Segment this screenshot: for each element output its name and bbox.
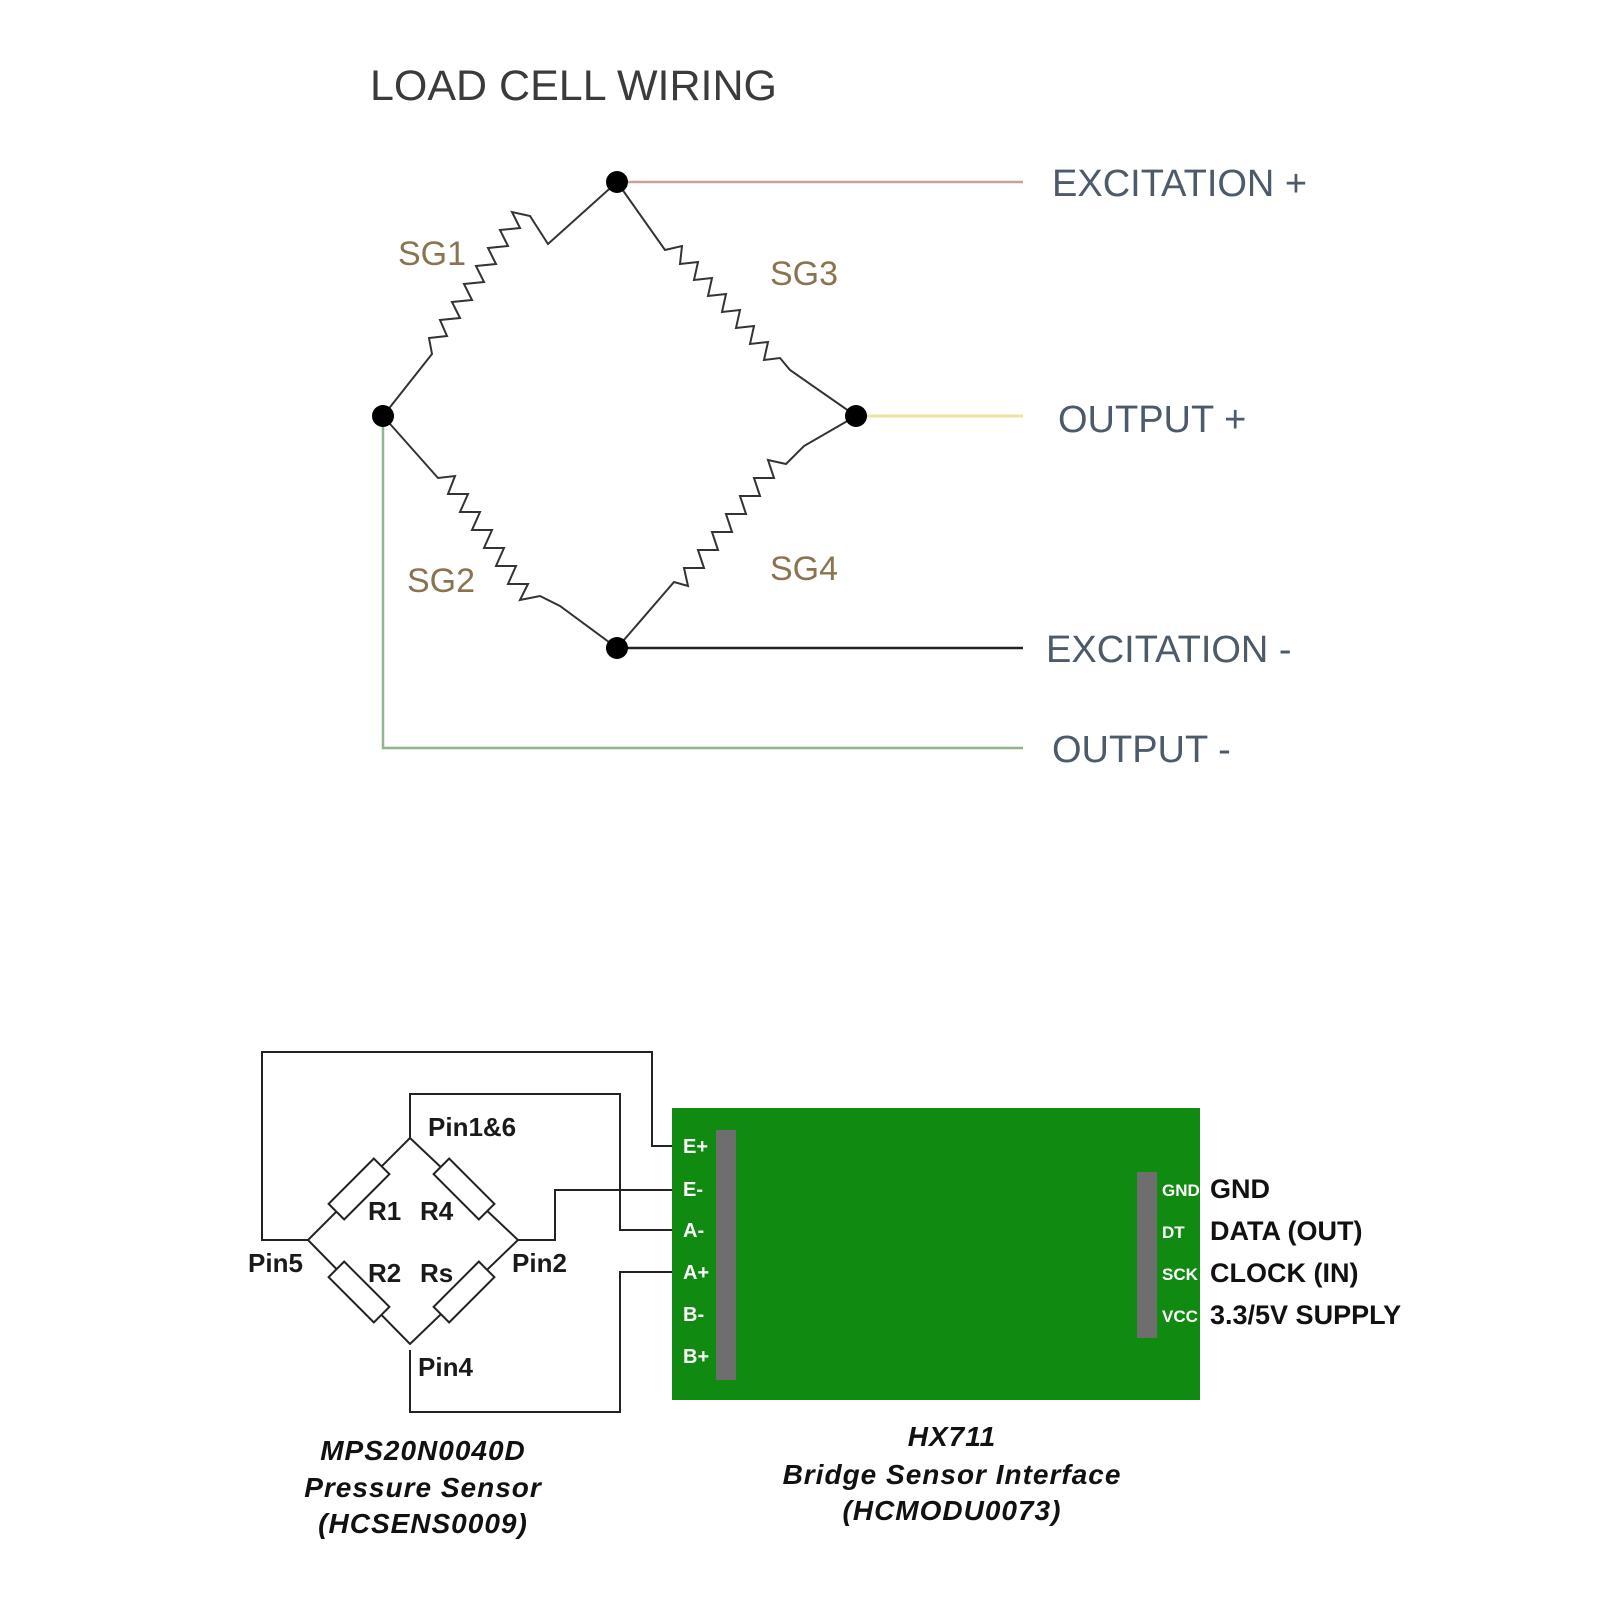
excitation-minus-label: EXCITATION - [1046,629,1292,671]
output-minus-wire [381,416,1023,750]
sg2-label: SG2 [407,562,475,600]
pin-dt: DT [1162,1223,1185,1242]
hx711-board [672,1108,1200,1400]
wheatstone-bridge [382,181,857,649]
node-bottom [606,637,628,659]
node-right [845,405,867,427]
pin16-label: Pin1&6 [428,1112,516,1142]
pin-vcc: VCC [1162,1307,1198,1326]
pin-e-plus: E+ [683,1136,708,1158]
sg1-label: SG1 [398,235,466,273]
left-pin-labels: E+ E- A- A+ B- B+ [683,1136,709,1368]
sensor-caption-line3: (HCSENS0009) [318,1508,528,1539]
sensor-caption-line2: Pressure Sensor [304,1472,543,1503]
pin-gnd: GND [1162,1181,1200,1200]
sg2-resistor [382,415,618,649]
sg3-resistor [616,181,857,417]
pin-a-minus: A- [683,1220,704,1242]
r4-label: R4 [420,1196,454,1226]
hx711-caption-line2: Bridge Sensor Interface [783,1459,1122,1490]
r1-resistor [327,1157,391,1221]
rs-label: Rs [420,1258,453,1288]
excitation-plus-label: EXCITATION + [1052,163,1307,205]
rs-resistor [432,1260,496,1324]
pin4-label: Pin4 [418,1352,473,1382]
sg4-label: SG4 [770,550,838,588]
r2-resistor [327,1260,391,1324]
sensor-caption-line1: MPS20N0040D [320,1435,526,1466]
node-top [606,171,628,193]
pin2-label: Pin2 [512,1248,567,1278]
supply-label: 3.3/5V SUPPLY [1210,1300,1401,1330]
pin-b-plus: B+ [683,1346,709,1368]
clock-in-label: CLOCK (IN) [1210,1258,1358,1288]
sg3-label: SG3 [770,255,838,293]
load-cell-title: LOAD CELL WIRING [370,62,777,110]
r2-label: R2 [368,1258,401,1288]
node-left [372,405,394,427]
right-header [1137,1172,1157,1338]
pin-a-plus: A+ [683,1262,709,1284]
left-header [716,1130,736,1380]
sg4-resistor [616,415,857,649]
gnd-label: GND [1210,1174,1270,1204]
data-out-label: DATA (OUT) [1210,1216,1362,1246]
output-labels: GND DATA (OUT) CLOCK (IN) 3.3/5V SUPPLY [1210,1174,1401,1330]
pin-e-minus: E- [683,1179,703,1201]
sensor-wiring [261,1051,700,1413]
r4-resistor [432,1157,496,1221]
hx711-caption-line3: (HCMODU0073) [843,1495,1062,1526]
hx711-caption: HX711 Bridge Sensor Interface (HCMODU007… [783,1421,1122,1526]
r1-label: R1 [368,1196,401,1226]
right-pin-labels: GND DT SCK VCC [1162,1181,1200,1326]
pin-b-minus: B- [683,1304,704,1326]
sensor-caption: MPS20N0040D Pressure Sensor (HCSENS0009) [304,1435,543,1539]
output-plus-label: OUTPUT + [1058,399,1246,441]
sg1-resistor [382,181,618,417]
hx711-caption-line1: HX711 [908,1421,997,1452]
pin-sck: SCK [1162,1265,1199,1284]
pin5-label: Pin5 [248,1248,303,1278]
output-minus-label: OUTPUT - [1052,729,1231,771]
